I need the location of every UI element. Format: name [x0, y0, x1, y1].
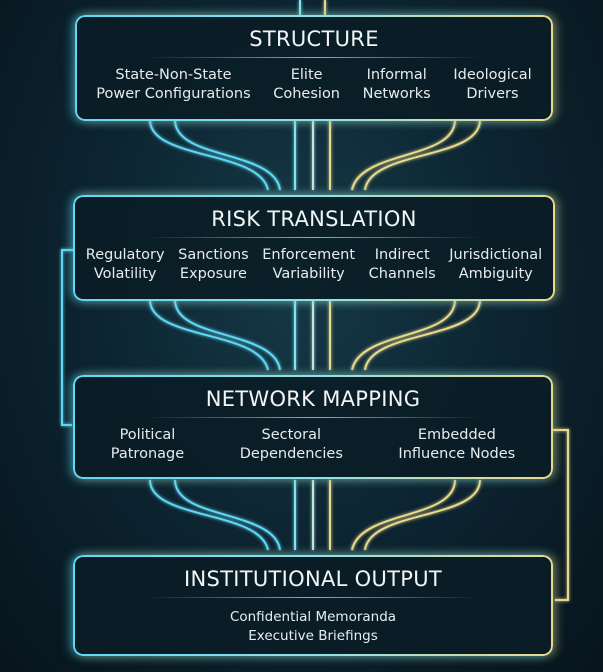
- stage-item: Confidential Memoranda Executive Briefin…: [229, 609, 397, 644]
- stage-item: Elite Cohesion: [273, 67, 341, 102]
- stage-item: Political Patronage: [110, 427, 185, 462]
- stage-item: Informal Networks: [362, 67, 431, 102]
- stage-risk-translation: RISK TRANSLATION Regulatory Volatility S…: [73, 195, 555, 301]
- stage-network-mapping: NETWORK MAPPING Political Patronage Sect…: [73, 375, 553, 479]
- divider: [145, 597, 481, 598]
- divider: [145, 237, 483, 238]
- stage-title: STRUCTURE: [249, 27, 379, 51]
- stage-institutional-output: INSTITUTIONAL OUTPUT Confidential Memora…: [73, 555, 553, 656]
- stage-item: Embedded Influence Nodes: [398, 427, 516, 462]
- stage-item: Jurisdictional Ambiguity: [449, 247, 543, 282]
- stage-item: Regulatory Volatility: [85, 247, 165, 282]
- stage-title: RISK TRANSLATION: [211, 207, 417, 231]
- stage-title: NETWORK MAPPING: [205, 387, 421, 411]
- divider: [145, 417, 481, 418]
- stage-title: INSTITUTIONAL OUTPUT: [183, 567, 443, 591]
- stage-item: Ideological Drivers: [453, 67, 532, 102]
- stage-item: State-Non-State Power Configurations: [96, 67, 251, 102]
- stage-item: Sectoral Dependencies: [239, 427, 343, 462]
- stage-item: Indirect Channels: [368, 247, 436, 282]
- connector-lines: [61, 0, 569, 601]
- divider: [147, 57, 481, 58]
- stage-item: Enforcement Variability: [262, 247, 356, 282]
- stage-structure: STRUCTURE State-Non-State Power Configur…: [75, 15, 553, 121]
- stage-item: Sanctions Exposure: [178, 247, 249, 282]
